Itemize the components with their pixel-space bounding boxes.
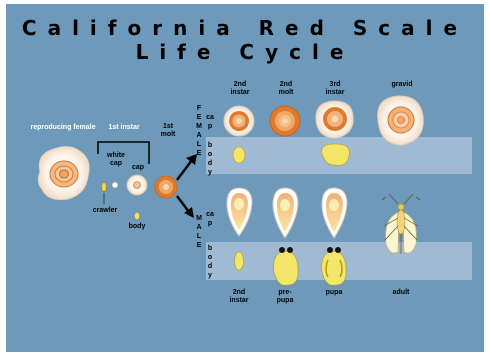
- label-female-3rd-instar: 3rd instar: [321, 81, 349, 97]
- arrow-to-male: [177, 196, 194, 218]
- first-molt-scale: [155, 176, 177, 198]
- male-body-prepupa: [274, 247, 298, 285]
- body-icon: [135, 213, 140, 220]
- male-body-2nd-instar: [235, 252, 244, 270]
- label-prepupa: pre-pupa: [274, 289, 296, 305]
- label-female-2nd-molt: 2nd molt: [273, 81, 299, 97]
- label-female-cap: cap: [206, 113, 214, 131]
- male-adult-insect: [382, 194, 420, 254]
- female-body-3rd-instar: [322, 144, 350, 165]
- label-female-2nd-instar: 2nd instar: [226, 81, 254, 97]
- label-adult: adult: [389, 289, 413, 297]
- arrow-to-female: [177, 154, 197, 180]
- label-male-cap: cap: [206, 210, 214, 228]
- diagram-canvas: California Red Scale Life Cycle: [6, 4, 484, 352]
- female-cap-2nd-molt: [270, 106, 300, 136]
- label-first-instar: 1st instar: [99, 124, 149, 132]
- label-gravid: gravid: [386, 81, 418, 89]
- label-white-cap: white cap: [105, 152, 127, 168]
- female-cap-gravid: [378, 96, 424, 145]
- label-pupa: pupa: [322, 289, 346, 297]
- male-body-pupa: [322, 247, 346, 285]
- label-cap: cap: [130, 164, 146, 172]
- label-male-vertical: MALE: [195, 214, 203, 250]
- label-female-body: body: [206, 141, 214, 177]
- male-cap-2nd-instar: [227, 188, 252, 236]
- label-male-body: body: [206, 244, 214, 280]
- label-first-molt: 1st molt: [159, 123, 177, 139]
- crawler-icon: [102, 183, 107, 192]
- label-male-2nd-instar: 2nd instar: [225, 289, 253, 305]
- male-cap-prepupa: [273, 188, 298, 238]
- white-cap-icon: [112, 182, 118, 188]
- male-cap-pupa: [322, 188, 347, 238]
- female-body-2nd-instar: [233, 147, 245, 163]
- female-cap-3rd-instar: [316, 101, 353, 138]
- label-female-vertical: FEMALE: [195, 104, 203, 158]
- reproducing-female-scale: [38, 147, 89, 200]
- female-cap-2nd-instar: [224, 106, 254, 136]
- label-crawler: crawler: [90, 207, 120, 215]
- label-reproducing-female: reproducing female: [28, 124, 98, 132]
- label-body: body: [126, 223, 148, 231]
